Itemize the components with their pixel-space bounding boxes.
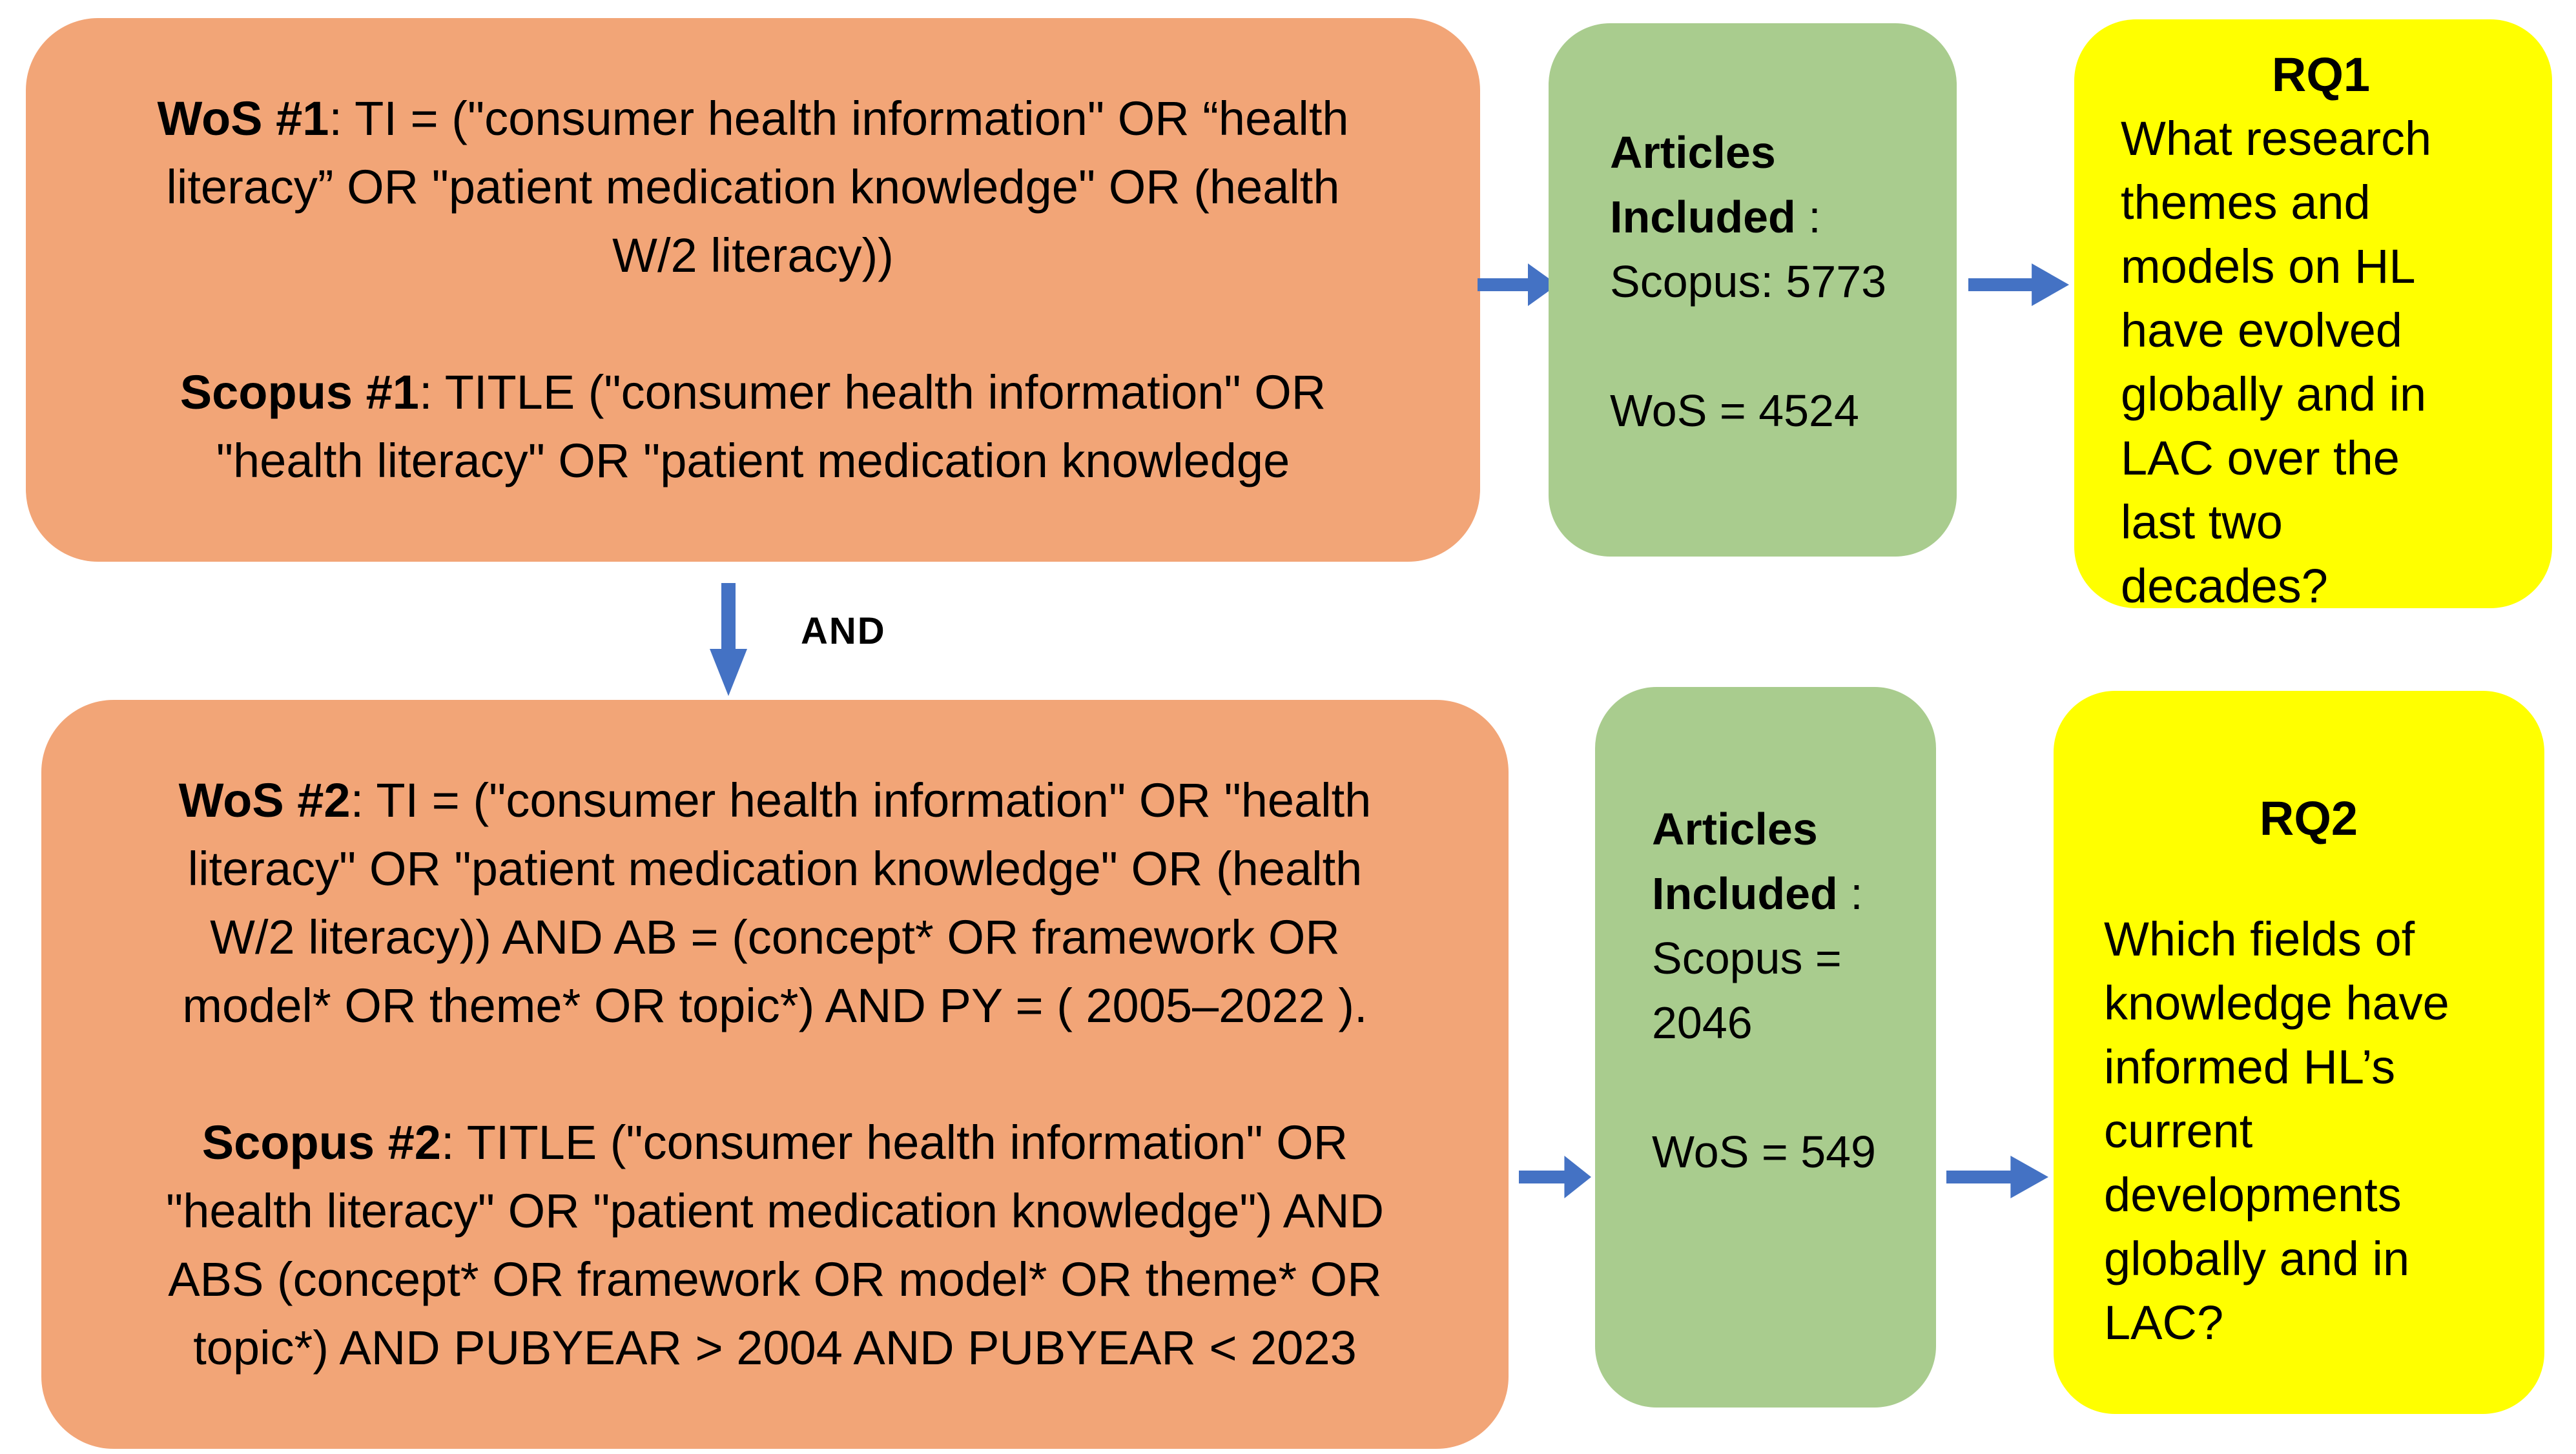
rq1-title: RQ1 bbox=[2271, 48, 2371, 101]
query-box-search-2: WoS #2: TI = ("consumer health informati… bbox=[41, 700, 1509, 1449]
arrow-right-icon bbox=[1478, 263, 1558, 306]
query-box-search-1: WoS #1: TI = ("consumer health informati… bbox=[26, 18, 1480, 562]
arrow-right-icon bbox=[1519, 1156, 1591, 1198]
query-box-search-2-text: WoS #2: TI = ("consumer health informati… bbox=[165, 773, 1385, 1375]
arrow-right-icon bbox=[1946, 1156, 2048, 1198]
and-operator-label: AND bbox=[801, 610, 886, 652]
query-box-search-1-text: WoS #1: TI = ("consumer health informati… bbox=[157, 92, 1349, 487]
rq2-title: RQ2 bbox=[2259, 792, 2358, 845]
arrow-right-icon bbox=[1968, 263, 2069, 306]
arrow-down-icon bbox=[710, 583, 747, 696]
